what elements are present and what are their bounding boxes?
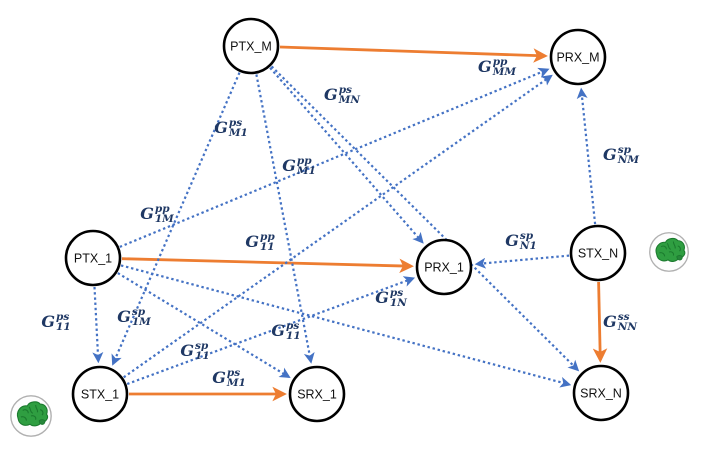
edge-STX_N-SRX_N bbox=[592, 281, 608, 363]
node-label-PRX_M: PRX_M bbox=[556, 51, 599, 65]
edge-PTX_M-SRX_1 bbox=[255, 74, 315, 364]
node-label-PTX_1: PTX_1 bbox=[74, 252, 112, 266]
node-STX_1: STX_1 bbox=[71, 365, 129, 423]
edge-PTX_M-PRX_M bbox=[279, 45, 548, 63]
node-circle-PTX_M bbox=[222, 17, 280, 75]
node-label-PRX_1: PRX_1 bbox=[424, 261, 464, 275]
edge-STX_1-PRX_1 bbox=[126, 276, 416, 386]
edge-STX_N-PRX_M bbox=[576, 87, 597, 225]
node-circle-SRX_N bbox=[572, 364, 630, 422]
node-circle-STX_1 bbox=[71, 365, 129, 423]
node-label-STX_N: STX_N bbox=[578, 247, 618, 261]
edge-PTX_1-SRX_1 bbox=[117, 272, 291, 379]
node-circle-PRX_1 bbox=[415, 238, 473, 296]
node-PTX_1: PTX_1 bbox=[64, 229, 122, 287]
node-SRX_N: SRX_N bbox=[572, 364, 630, 422]
node-circle-PTX_1 bbox=[64, 229, 122, 287]
edge-STX_1-PRX_M bbox=[123, 74, 553, 379]
edge-PTX_M-PRX_1 bbox=[269, 67, 424, 244]
edge-PTX_1-PRX_1 bbox=[121, 257, 414, 274]
node-label-SRX_1: SRX_1 bbox=[297, 388, 337, 402]
edge-PTX_M-SRX_N bbox=[270, 65, 580, 372]
node-label-STX_1: STX_1 bbox=[81, 388, 119, 402]
node-circle-PRX_M bbox=[549, 28, 607, 86]
edge-STX_N-PRX_1 bbox=[474, 254, 570, 269]
brain-icon bbox=[10, 395, 52, 437]
edge-PTX_M-STX_1 bbox=[111, 72, 241, 366]
node-PRX_1: PRX_1 bbox=[415, 238, 473, 296]
node-SRX_1: SRX_1 bbox=[288, 365, 346, 423]
node-PRX_M: PRX_M bbox=[549, 28, 607, 86]
edge-PTX_1-PRX_M bbox=[119, 67, 550, 248]
node-label-SRX_N: SRX_N bbox=[580, 387, 622, 401]
node-circle-SRX_1 bbox=[288, 365, 346, 423]
node-PTX_M: PTX_M bbox=[222, 17, 280, 75]
node-circle-STX_N bbox=[569, 224, 627, 282]
edge-PTX_1-SRX_N bbox=[120, 264, 572, 388]
edge-PTX_1-STX_1 bbox=[92, 286, 104, 364]
edges-layer bbox=[92, 45, 608, 402]
node-label-PTX_M: PTX_M bbox=[230, 40, 272, 54]
brain-icon bbox=[649, 232, 689, 272]
node-STX_N: STX_N bbox=[569, 224, 627, 282]
